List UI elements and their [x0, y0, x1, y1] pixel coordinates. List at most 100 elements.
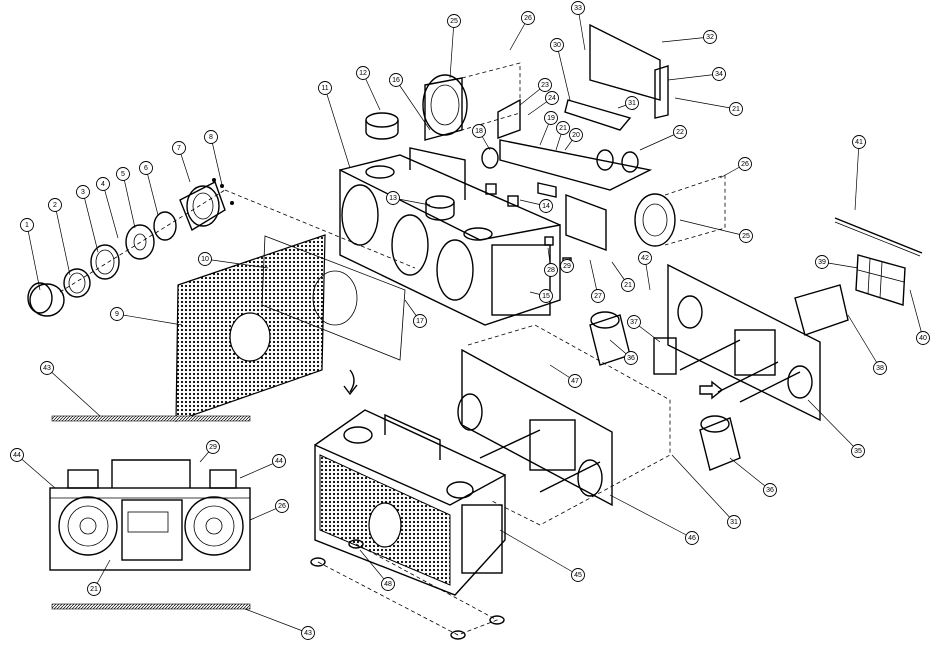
leader-line-30: [557, 45, 570, 100]
callout-26: 26: [739, 158, 752, 171]
callout-label: 31: [730, 519, 738, 526]
callout-38: 38: [874, 362, 887, 375]
callout-5: 5: [117, 168, 130, 181]
callout-label: 4: [101, 181, 105, 188]
leader-line-4: [103, 184, 118, 238]
callout-18: 18: [473, 125, 486, 138]
callout-label: 11: [321, 85, 328, 92]
assembled-unit: [311, 410, 505, 639]
rear-panel: [668, 265, 820, 420]
callout-40: 40: [917, 332, 930, 345]
callout-label: 27: [594, 293, 602, 300]
leader-line-21: [675, 98, 736, 109]
callout-label: 21: [732, 106, 740, 113]
callout-label: 43: [43, 365, 51, 372]
leader-line-11: [325, 88, 350, 168]
front-view: [50, 460, 250, 570]
callout-label: 15: [542, 293, 550, 300]
callout-label: 29: [209, 444, 217, 451]
leader-line-32: [662, 37, 710, 42]
callout-label: 31: [628, 100, 636, 107]
leader-line-41: [855, 142, 859, 210]
callout-25: 25: [740, 230, 753, 243]
callout-17: 17: [414, 315, 427, 328]
leader-line-38: [848, 315, 880, 368]
leader-line-36: [730, 458, 770, 490]
callout-39: 39: [816, 256, 829, 269]
callout-label: 30: [553, 42, 561, 49]
callout-19: 19: [545, 112, 558, 125]
callout-9: 9: [111, 308, 124, 321]
callout-26: 26: [522, 12, 535, 25]
callout-label: 32: [706, 34, 714, 41]
callout-14: 14: [540, 200, 553, 213]
callout-13: 13: [387, 192, 400, 205]
callout-label: 21: [624, 282, 632, 289]
callout-label: 7: [177, 145, 181, 152]
callout-24: 24: [546, 92, 559, 105]
control-board-22: [498, 100, 650, 190]
knob-12: [366, 113, 398, 139]
front-grille: [176, 235, 325, 421]
callout-label: 36: [627, 355, 635, 362]
leader-line-9: [117, 314, 182, 325]
callout-label: 45: [574, 572, 582, 579]
leader-line-43: [47, 368, 100, 416]
speaker-top: [423, 63, 520, 140]
battery-door-39: [856, 255, 905, 305]
callout-label: 42: [641, 255, 649, 262]
callout-4: 4: [97, 178, 110, 191]
callout-48: 48: [382, 578, 395, 591]
knob-13: [426, 196, 454, 220]
callout-markers: 1234567891011121314151617181920212121212…: [11, 2, 930, 640]
callout-label: 46: [688, 535, 696, 542]
callout-1: 1: [21, 219, 34, 232]
callout-label: 26: [278, 503, 286, 510]
callout-label: 40: [919, 335, 927, 342]
callout-label: 48: [384, 581, 392, 588]
callout-label: 9: [115, 311, 119, 318]
leader-line-35: [808, 400, 858, 451]
hatch-bar-top: [52, 416, 250, 421]
callout-label: 2: [53, 202, 57, 209]
callout-label: 18: [475, 128, 483, 135]
callout-label: 44: [275, 458, 283, 465]
callout-29: 29: [207, 441, 220, 454]
callout-label: 3: [81, 189, 85, 196]
callout-35: 35: [852, 445, 865, 458]
callout-43: 43: [41, 362, 54, 375]
callout-37: 37: [628, 316, 641, 329]
antenna: [835, 218, 922, 253]
callout-label: 25: [450, 18, 458, 25]
leader-line-45: [500, 530, 578, 575]
callout-34: 34: [713, 68, 726, 81]
callout-21: 21: [88, 583, 101, 596]
callout-label: 22: [676, 129, 684, 136]
leader-line-25: [450, 21, 454, 78]
leader-line-25: [680, 220, 746, 236]
callout-23: 23: [539, 79, 552, 92]
callout-label: 33: [574, 5, 582, 12]
callout-47: 47: [569, 375, 582, 388]
callout-label: 36: [766, 487, 774, 494]
callout-label: 34: [715, 71, 723, 78]
callout-label: 25: [742, 233, 750, 240]
callout-25: 25: [448, 15, 461, 28]
callout-label: 28: [547, 267, 555, 274]
callout-label: 6: [144, 165, 148, 172]
leader-line-46: [610, 495, 692, 538]
callout-45: 45: [572, 569, 585, 582]
callout-label: 37: [630, 319, 638, 326]
callout-26: 26: [276, 500, 289, 513]
callout-label: 26: [524, 15, 532, 22]
leader-line-3: [83, 192, 98, 252]
callout-label: 44: [13, 452, 21, 459]
leader-line-5: [123, 174, 135, 228]
callout-29: 29: [561, 260, 574, 273]
callout-label: 29: [563, 263, 571, 270]
leader-line-34: [668, 74, 719, 80]
callout-21: 21: [557, 122, 570, 135]
callout-label: 39: [818, 259, 826, 266]
callout-3: 3: [77, 186, 90, 199]
callout-41: 41: [853, 136, 866, 149]
